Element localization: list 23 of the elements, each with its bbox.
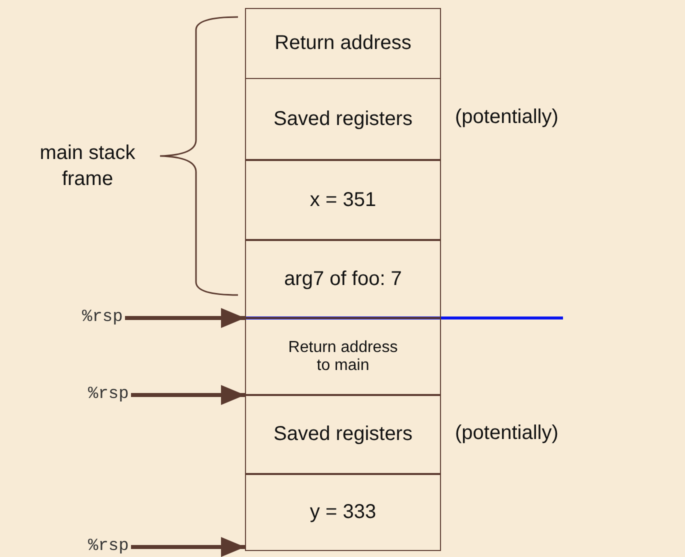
register-label: %rsp	[88, 538, 129, 556]
slot-text: Return address	[274, 32, 412, 55]
note-text: (potentially)	[455, 106, 558, 129]
frame-label: main stack frame	[38, 141, 136, 192]
stack-slot	[245, 395, 441, 474]
stack-slot	[245, 8, 441, 79]
note-text: (potentially)	[455, 422, 558, 444]
arrow	[125, 308, 245, 328]
slot-text: x = 351	[310, 188, 376, 212]
slot-text: Saved registers	[274, 423, 412, 446]
arrow	[131, 385, 245, 405]
stack-slot	[245, 160, 441, 240]
arrow	[131, 537, 245, 557]
stack-slot	[245, 240, 441, 318]
stack-slot	[245, 474, 441, 551]
slot-text: Return address to main	[287, 338, 399, 374]
stack-slot	[245, 318, 441, 395]
slot-text: Saved registers	[274, 108, 412, 130]
stack-slot	[245, 78, 441, 160]
register-label: %rsp	[82, 309, 123, 327]
register-label: %rsp	[88, 386, 129, 404]
slot-text: y = 333	[310, 501, 376, 524]
slot-text: arg7 of foo: 7	[284, 268, 402, 290]
